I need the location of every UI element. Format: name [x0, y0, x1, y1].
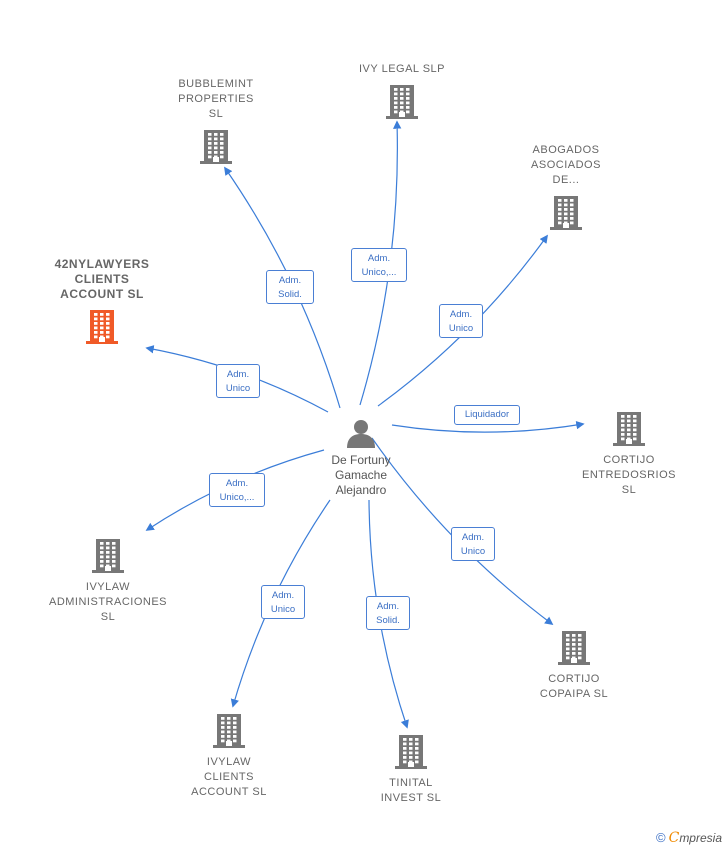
company-node[interactable]: IVY LEGAL SLP	[332, 62, 472, 119]
relation-label[interactable]: Adm. Unico,...	[351, 248, 407, 282]
building-icon	[200, 130, 232, 164]
company-node[interactable]: IVYLAW ADMINISTRACIONES SL	[38, 539, 178, 625]
relation-label[interactable]: Adm. Unico	[439, 304, 483, 338]
company-node[interactable]: ABOGADOS ASOCIADOS DE...	[496, 143, 636, 230]
brand-name: mpresia	[679, 831, 722, 845]
company-node[interactable]: BUBBLEMINT PROPERTIES SL	[146, 77, 286, 164]
company-name: IVYLAW CLIENTS ACCOUNT SL	[191, 756, 267, 798]
company-node[interactable]: CORTIJO ENTREDOSRIOS SL	[559, 412, 699, 498]
brand-initial: C	[668, 830, 680, 846]
building-icon	[558, 631, 590, 665]
relation-label[interactable]: Liquidador	[454, 405, 520, 425]
relation-label[interactable]: Adm. Unico	[261, 585, 305, 619]
building-icon	[386, 85, 418, 119]
company-name: 42NYLAWYERS CLIENTS ACCOUNT SL	[54, 257, 150, 301]
company-node[interactable]: IVYLAW CLIENTS ACCOUNT SL	[159, 714, 299, 800]
relation-edge	[391, 420, 585, 433]
person-icon	[347, 420, 375, 448]
building-icon	[92, 539, 124, 573]
company-node[interactable]: CORTIJO COPAIPA SL	[504, 631, 644, 702]
building-icon	[550, 196, 582, 230]
company-name: TINITAL INVEST SL	[380, 777, 442, 804]
company-node[interactable]: 42NYLAWYERS CLIENTS ACCOUNT SL	[32, 257, 172, 344]
relation-label[interactable]: Adm. Unico	[451, 527, 495, 561]
company-name: BUBBLEMINT PROPERTIES SL	[178, 78, 254, 120]
building-icon	[613, 412, 645, 446]
relation-label[interactable]: Adm. Solid.	[366, 596, 410, 630]
company-node[interactable]: TINITAL INVEST SL	[341, 735, 481, 806]
relation-label[interactable]: Adm. Solid.	[266, 270, 314, 304]
company-name: IVYLAW ADMINISTRACIONES SL	[48, 581, 167, 623]
company-name: CORTIJO COPAIPA SL	[539, 673, 609, 700]
person-name: De Fortuny Gamache Alejandro	[331, 453, 391, 497]
building-icon	[395, 735, 427, 769]
relation-label[interactable]: Adm. Unico,...	[209, 473, 265, 507]
company-name: ABOGADOS ASOCIADOS DE...	[531, 144, 601, 186]
person-node[interactable]: De Fortuny Gamache Alejandro	[301, 418, 421, 498]
relation-label[interactable]: Adm. Unico	[216, 364, 260, 398]
building-icon	[213, 714, 245, 748]
company-name: CORTIJO ENTREDOSRIOS SL	[581, 454, 676, 496]
copyright-icon: ©	[656, 830, 666, 845]
building-icon	[86, 310, 118, 344]
brand-watermark: ©Cmpresia	[656, 830, 722, 846]
company-name: IVY LEGAL SLP	[359, 63, 445, 75]
